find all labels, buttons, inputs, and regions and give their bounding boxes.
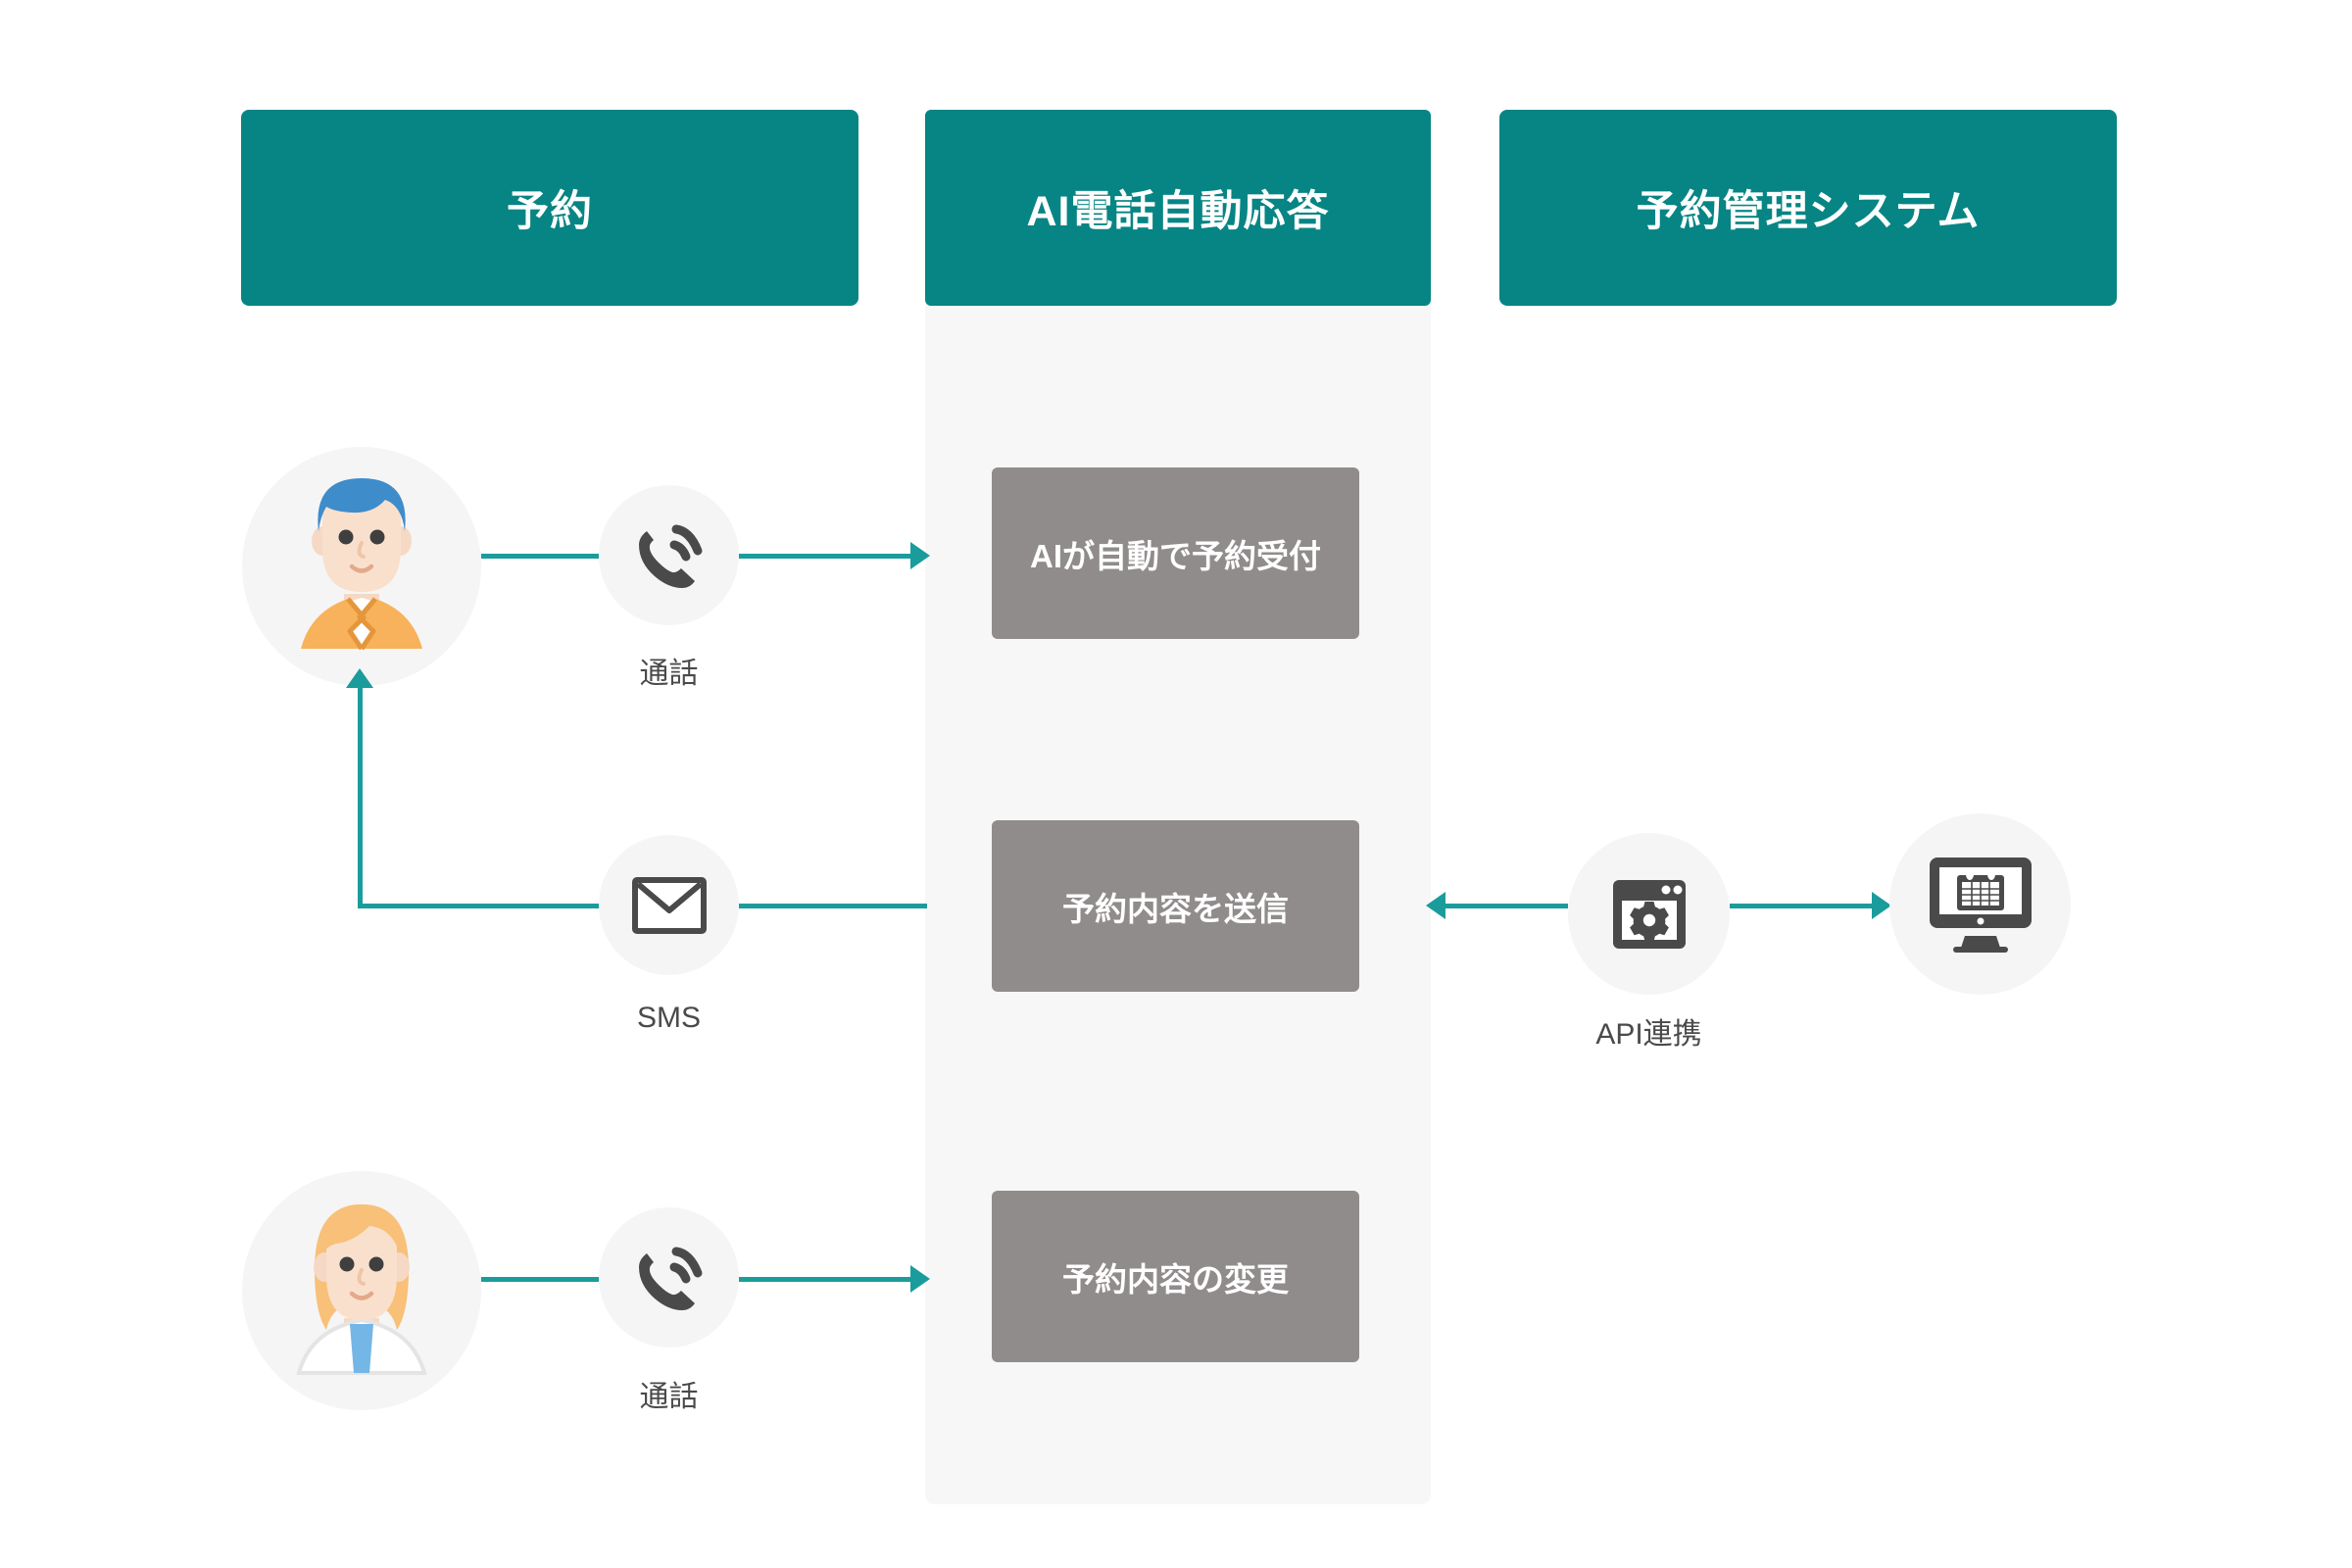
monitor-calendar-icon	[1929, 857, 2032, 953]
channel-api	[1568, 833, 1730, 995]
connector-customer-to-call-top	[481, 554, 599, 559]
column-header-reservation: 予約	[241, 110, 858, 306]
arrowhead-call-top-to-ai-box	[910, 542, 930, 569]
connector-api-to-monitor	[1730, 904, 1872, 908]
column-header-ai-phone-response: AI電話自動応答	[925, 110, 1431, 306]
column-header-booking-system-label: 予約管理システム	[1636, 188, 1981, 235]
process-send-booking-label: 予約内容を送信	[1062, 890, 1289, 927]
actor-staff-avatar	[242, 1171, 481, 1410]
column-header-reservation-label: 予約	[507, 188, 593, 235]
connector-call-top-to-ai-box	[739, 554, 910, 559]
phone-call-icon	[638, 524, 702, 588]
connector-staff-to-call-bottom	[481, 1277, 599, 1282]
connector-call-bottom-to-change-booking	[739, 1277, 910, 1282]
channel-call-top-label: 通話	[639, 658, 699, 690]
column-header-booking-system: 予約管理システム	[1499, 110, 2117, 306]
channel-sms	[599, 835, 739, 975]
process-ai-auto-accept: AIが自動で予約受付	[992, 467, 1359, 639]
process-send-booking: 予約内容を送信	[992, 820, 1359, 992]
column-header-ai-phone-response-label: AI電話自動応答	[1026, 188, 1330, 235]
actor-customer-avatar	[242, 447, 481, 686]
channel-sms-label: SMS	[636, 1002, 701, 1034]
arrowhead-api-to-send-booking	[1426, 892, 1446, 919]
connector-sms-return-horizontal	[358, 904, 601, 908]
channel-call-bottom-label: 通話	[639, 1381, 699, 1413]
connector-sms-to-send-booking	[739, 904, 927, 908]
browser-gear-icon	[1612, 879, 1686, 949]
channel-api-label: API連携	[1595, 1018, 1702, 1051]
process-change-booking: 予約内容の変更	[992, 1191, 1359, 1362]
system-booking-monitor	[1889, 813, 2071, 995]
arrowhead-sms-return-to-customer	[346, 668, 373, 688]
person-blue-hair-avatar-icon	[301, 478, 422, 651]
arrowhead-call-bottom-to-change-booking	[910, 1265, 930, 1293]
channel-call-top	[599, 485, 739, 625]
arrowhead-api-to-monitor	[1872, 892, 1891, 919]
connector-sms-return-vertical	[358, 686, 363, 908]
process-ai-auto-accept-label: AIが自動で予約受付	[1030, 537, 1321, 574]
person-blonde-coat-avatar-icon	[296, 1204, 427, 1375]
process-change-booking-label: 予約内容の変更	[1062, 1260, 1289, 1298]
phone-call-icon	[638, 1247, 702, 1310]
envelope-icon	[631, 876, 707, 934]
connector-api-to-send-booking	[1446, 904, 1568, 908]
channel-call-bottom	[599, 1207, 739, 1348]
